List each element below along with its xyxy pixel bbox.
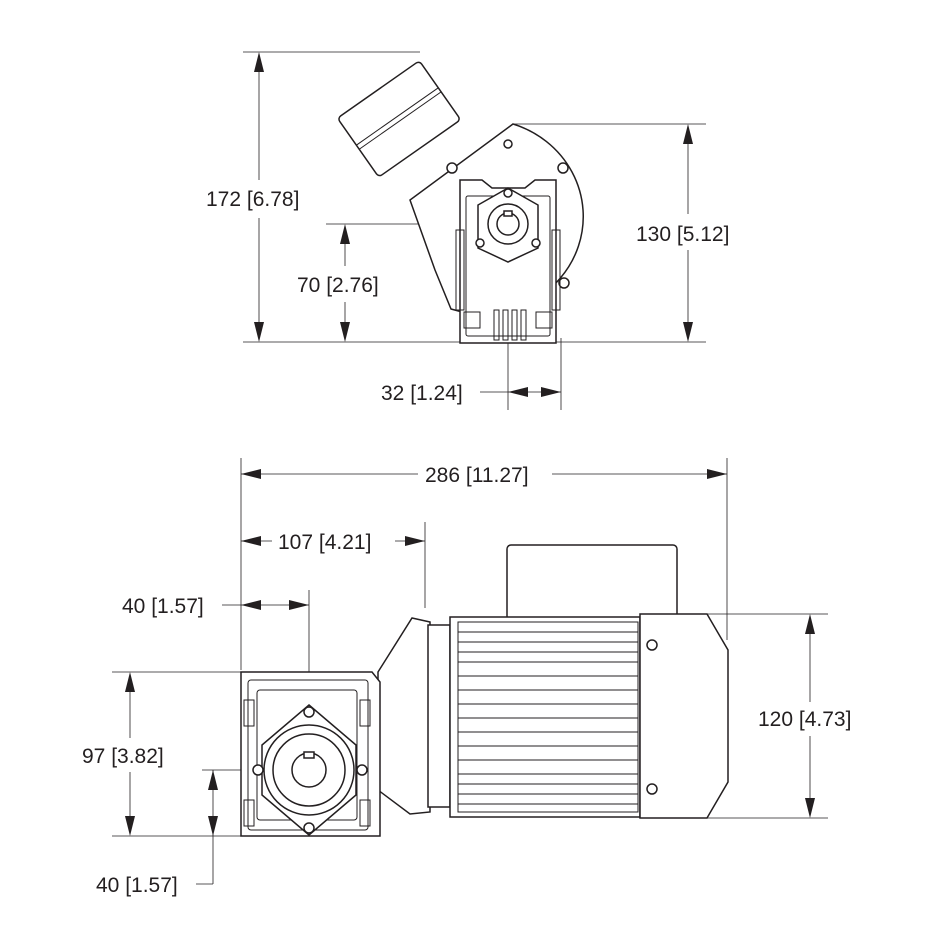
- fan-cover-screw-bottom: [646, 783, 658, 795]
- terminal-box: [338, 61, 460, 177]
- fan-cover-screw-top: [646, 639, 658, 651]
- label-gearbox-height: 97 [3.82]: [82, 745, 164, 768]
- disk-hole-left: [446, 162, 458, 174]
- fan-cover: [639, 613, 729, 819]
- label-shaft-height: 70 [2.76]: [297, 274, 379, 297]
- dim-shaft-offset: [480, 387, 561, 397]
- front-view: 286 [11.27] 107 [4.21] 40 [1.57] 97 [3.8…: [82, 458, 851, 897]
- dim-gearbox-length: [241, 536, 425, 546]
- motor-body: [449, 616, 641, 818]
- label-shaft-from-edge: 40 [1.57]: [122, 595, 204, 618]
- label-shaft-offset: 32 [1.24]: [381, 382, 463, 405]
- disk-hole-right: [557, 162, 569, 174]
- label-gearbox-length: 107 [4.21]: [278, 531, 371, 554]
- label-overall-height: 172 [6.78]: [206, 188, 299, 211]
- motor-front-ring: [427, 624, 451, 808]
- disk-hole-top: [503, 139, 513, 149]
- dim-shaft-from-edge: [222, 600, 309, 610]
- label-shaft-height-front: 40 [1.57]: [96, 874, 178, 897]
- label-overall-length: 286 [11.27]: [425, 464, 529, 487]
- label-motor-diameter: 130 [5.12]: [636, 223, 729, 246]
- dim-motor-diameter-front: [805, 614, 815, 818]
- adapter-flange: [377, 617, 431, 815]
- dim-shaft-height-front: [196, 770, 218, 885]
- top-view: 172 [6.78] 70 [2.76] 130 [5.12] 32 [1.24…: [206, 51, 729, 410]
- dim-motor-diameter: [683, 124, 693, 342]
- disk-hole-bottom: [558, 277, 570, 289]
- gearbox-top: [455, 179, 561, 344]
- label-motor-diameter-front: 120 [4.73]: [758, 708, 851, 731]
- terminal-box-front: [506, 544, 678, 621]
- gearbox-front: [240, 671, 381, 837]
- dim-overall-length: [241, 469, 727, 479]
- dim-gearbox-height: [125, 672, 135, 836]
- dim-overall-height: [254, 52, 264, 342]
- dim-shaft-height: [340, 224, 350, 342]
